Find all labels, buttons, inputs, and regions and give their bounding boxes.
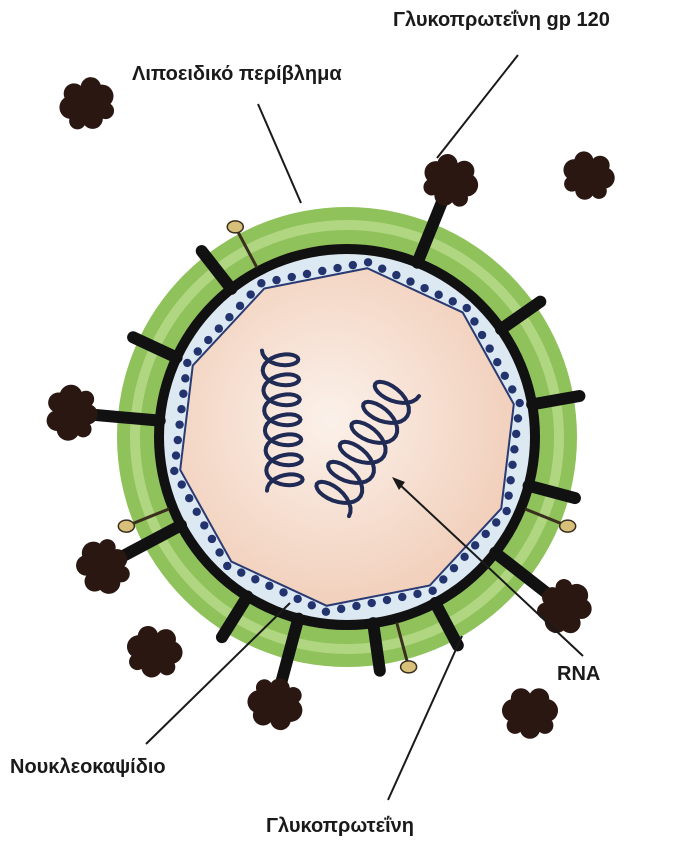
capsid-dot	[501, 372, 509, 380]
capsid-dot	[200, 521, 208, 529]
capsid-dot	[223, 562, 231, 570]
capsid-dot	[506, 476, 514, 484]
capsid-dot	[179, 390, 187, 398]
gp120-label: Γλυκοπρωτεΐνη gp 120	[393, 10, 610, 30]
capsid-dot	[318, 267, 326, 275]
capsid-dot	[215, 548, 223, 556]
gp120-knob	[122, 623, 186, 682]
capsid-dot	[392, 271, 400, 279]
gp120-knob	[53, 71, 123, 138]
gp120-leader-line	[437, 55, 518, 158]
capsid-dot	[510, 445, 518, 453]
nucleocapsid-label: Νουκλεοκαψίδιο	[10, 757, 166, 777]
knob-lobe	[520, 718, 540, 738]
gp120-knob	[557, 147, 620, 206]
capsid-dot	[450, 564, 458, 572]
capsid-dot	[492, 518, 500, 526]
capsid-dot	[308, 601, 316, 609]
capsid-dot	[177, 405, 185, 413]
capsid-dot	[215, 324, 223, 332]
capsid-dot	[420, 284, 428, 292]
capsid-dot	[398, 593, 406, 601]
capsid-dot	[204, 336, 212, 344]
capsid-dot	[279, 588, 287, 596]
gp120-knob	[242, 671, 309, 734]
lipid-envelope-leader-line	[258, 104, 301, 203]
capsid-dot	[515, 399, 523, 407]
capsid-dot	[508, 385, 516, 393]
capsid-dot	[512, 430, 520, 438]
capsid-dot	[303, 270, 311, 278]
capsid-dot	[460, 553, 468, 561]
capsid-dot	[246, 290, 254, 298]
gp120-knob	[415, 148, 486, 216]
capsid-dot	[470, 317, 478, 325]
capsid-dot	[514, 414, 522, 422]
capsid-dot	[502, 507, 510, 515]
capsid-dot	[322, 608, 330, 616]
capsid-dot	[236, 302, 244, 310]
capsid-dot	[208, 535, 216, 543]
capsid-dot	[183, 359, 191, 367]
capsid-dot	[406, 277, 414, 285]
capsid-dot	[185, 494, 193, 502]
capsid-dot	[428, 587, 436, 595]
pin-head	[560, 520, 576, 532]
capsid-dot	[172, 451, 180, 459]
capsid-dot	[174, 436, 182, 444]
capsid-dot	[364, 258, 372, 266]
pin-head	[118, 520, 134, 532]
lipid-envelope-label: Λιποειδικό περίβλημα	[132, 64, 342, 84]
capsid-dot	[237, 568, 245, 576]
capsid-dot	[257, 279, 265, 287]
capsid-dot	[272, 276, 280, 284]
capsid-dot	[352, 602, 360, 610]
capsid-dot	[225, 313, 233, 321]
capsid-dot	[413, 590, 421, 598]
capsid-dot	[504, 491, 512, 499]
capsid-dot	[293, 595, 301, 603]
capsid-dot	[349, 261, 357, 269]
capsid-dot	[471, 541, 479, 549]
capsid-dot	[288, 273, 296, 281]
capsid-dot	[337, 605, 345, 613]
glycoprotein-label: Γλυκοπρωτεΐνη	[266, 816, 414, 836]
gp120-knob	[502, 688, 558, 738]
capsid-dot	[193, 508, 201, 516]
capsid-dot	[251, 575, 259, 583]
capsid-dot	[478, 331, 486, 339]
capsid-dot	[265, 582, 273, 590]
capsid-dot	[485, 344, 493, 352]
knob-lobe	[511, 688, 531, 708]
glycoprotein-stem	[373, 623, 380, 671]
capsid-dot	[333, 264, 341, 272]
capsid-dot	[181, 374, 189, 382]
pin-head	[401, 661, 417, 673]
capsid-dot	[170, 467, 178, 475]
glycoprotein-stem	[532, 396, 579, 404]
pin-head	[227, 221, 243, 233]
capsid-dot	[482, 530, 490, 538]
capsid-dot	[463, 304, 471, 312]
gp120-knob	[45, 383, 100, 443]
knob-lobe	[529, 688, 549, 708]
capsid-dot	[508, 461, 516, 469]
capsid-dot	[175, 420, 183, 428]
capsid-dot	[194, 347, 202, 355]
rna-label: RNA	[557, 664, 600, 684]
capsid-dot	[439, 575, 447, 583]
capsid-dot	[449, 297, 457, 305]
capsid-dot	[383, 596, 391, 604]
capsid-dot	[368, 599, 376, 607]
capsid-dot	[434, 291, 442, 299]
capsid-dot	[178, 480, 186, 488]
capsid-dot	[493, 358, 501, 366]
glycoprotein-stem	[96, 415, 160, 421]
knob-lobe	[537, 717, 554, 734]
knob-lobe	[507, 717, 524, 734]
capsid-dot	[378, 264, 386, 272]
gp120-knob	[68, 530, 139, 603]
